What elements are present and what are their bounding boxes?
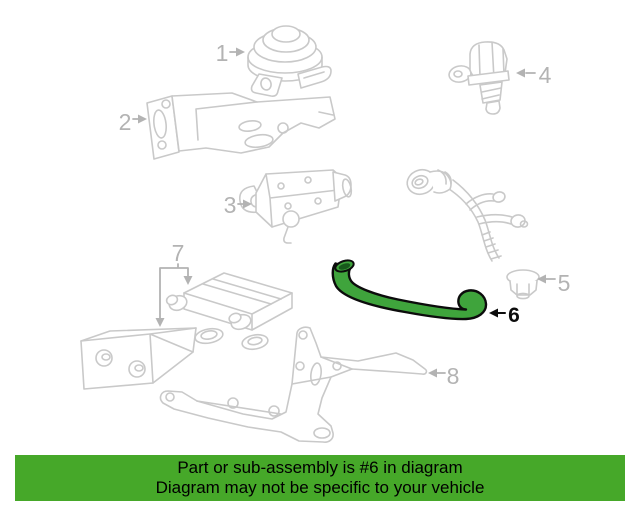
part-3-drawing [238,169,353,244]
part-5-arrow-icon [537,274,546,284]
part-8-arrow-icon [428,368,437,378]
part-4-callout: 4 [516,62,552,88]
part-6-highlighted-hose [331,259,488,321]
part-6-arrow-icon [489,308,498,318]
part-1-arrow-icon [236,47,245,57]
part-5-callout: 5 [537,270,570,296]
part-2-drawing [146,92,336,160]
banner-line-1: Part or sub-assembly is #6 in diagram [177,458,463,477]
part-6-callout: 6 [489,304,520,327]
part-7-arrow-down-right-icon [183,276,193,285]
part-7-arrow-down-left-icon [155,318,165,327]
part-2-arrow-icon [138,114,147,124]
part-1-callout: 1 [216,40,245,66]
part-1-drawing [247,25,332,97]
part-2-label: 2 [119,109,132,135]
banner-line-2: Diagram may not be specific to your vehi… [155,478,485,497]
part-1-label: 1 [216,40,229,66]
part-8-drawing [159,326,428,443]
part-3-arrow-icon [243,199,252,209]
diagram-note-banner: Part or sub-assembly is #6 in diagram Di… [15,455,625,501]
part-7-callout: 7 [155,240,193,327]
part-4-arrow-icon [516,68,525,78]
part-8-label: 8 [447,363,460,389]
part-3-callout: 3 [224,192,252,218]
part-5-drawing [406,168,540,300]
part-4-label: 4 [539,62,552,88]
part-8-callout: 8 [428,363,459,389]
part-7-label: 7 [172,240,185,266]
part-4-drawing [448,41,510,115]
part-2-callout: 2 [119,109,147,135]
part-3-label: 3 [224,192,237,218]
part-7-drawing [80,272,293,390]
part-6-label: 6 [508,304,520,327]
part-5-label: 5 [558,270,571,296]
parts-diagram: 1 2 [80,25,570,443]
